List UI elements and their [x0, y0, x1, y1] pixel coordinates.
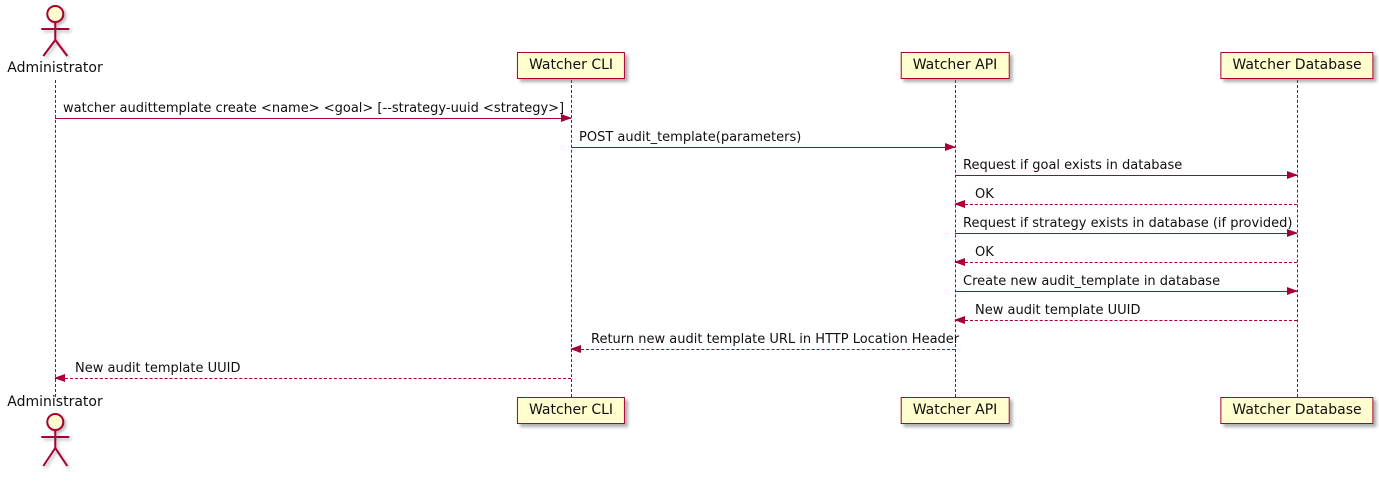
- participant-watcher-cli-top: Watcher CLI: [516, 52, 626, 79]
- lifeline-administrator: [55, 80, 56, 397]
- participant-label: Watcher Database: [1232, 57, 1362, 73]
- message-label: New audit template UUID: [975, 303, 1141, 318]
- participant-label: Watcher CLI: [528, 402, 614, 418]
- message-line: [570, 345, 955, 353]
- message-label: watcher audittemplate create <name> <goa…: [63, 101, 565, 116]
- message-label: Return new audit template URL in HTTP Lo…: [591, 332, 960, 347]
- message-line: [954, 316, 1297, 324]
- message-line: [54, 374, 571, 382]
- actor-label: Administrator: [7, 394, 103, 410]
- message-return-url-location-header: Return new audit template URL in HTTP Lo…: [570, 331, 960, 353]
- message-create-audittemplate: watcher audittemplate create <name> <goa…: [55, 100, 572, 122]
- participant-watcher-database-top: Watcher Database: [1220, 52, 1374, 79]
- message-line: [954, 200, 1297, 208]
- participant-label: Watcher API: [912, 57, 998, 73]
- arrowhead-left-icon: [570, 345, 581, 353]
- message-line: [55, 114, 572, 122]
- arrowhead-left-icon: [54, 374, 65, 382]
- arrowhead-right-icon: [1287, 287, 1298, 295]
- lifeline-watcher-cli: [571, 80, 572, 397]
- arrowhead-right-icon: [945, 143, 956, 151]
- arrowhead-left-icon: [954, 316, 965, 324]
- participant-label: Watcher CLI: [528, 57, 614, 73]
- message-label: POST audit_template(parameters): [579, 130, 802, 145]
- message-line: [955, 171, 1298, 179]
- actor-administrator-top: Administrator: [7, 4, 103, 76]
- message-request-strategy-exists: Request if strategy exists in database (…: [955, 215, 1298, 237]
- message-new-uuid-from-db: New audit template UUID: [954, 302, 1297, 324]
- arrowhead-left-icon: [954, 200, 965, 208]
- message-line: [954, 258, 1297, 266]
- lifeline-watcher-database: [1297, 80, 1298, 397]
- actor-icon: [41, 5, 69, 57]
- participant-watcher-api-top: Watcher API: [900, 52, 1010, 79]
- participant-watcher-database-bottom: Watcher Database: [1220, 397, 1374, 424]
- message-label: Request if strategy exists in database (…: [963, 216, 1293, 231]
- message-line: [955, 287, 1298, 295]
- participant-watcher-cli-bottom: Watcher CLI: [516, 397, 626, 424]
- message-line: [571, 143, 956, 151]
- actor-label: Administrator: [7, 60, 103, 76]
- message-label: OK: [975, 187, 994, 202]
- participant-label: Watcher Database: [1232, 402, 1362, 418]
- arrowhead-right-icon: [1287, 171, 1298, 179]
- message-label: OK: [975, 245, 994, 260]
- message-create-in-database: Create new audit_template in database: [955, 273, 1298, 295]
- actor-icon: [41, 413, 69, 467]
- message-line: [955, 229, 1298, 237]
- actor-administrator-bottom: Administrator: [7, 394, 103, 478]
- message-label: Create new audit_template in database: [963, 274, 1221, 289]
- message-new-uuid-to-admin: New audit template UUID: [54, 360, 571, 382]
- arrowhead-left-icon: [954, 258, 965, 266]
- message-post-audit-template: POST audit_template(parameters): [571, 129, 956, 151]
- arrowhead-right-icon: [1287, 229, 1298, 237]
- participant-label: Watcher API: [912, 402, 998, 418]
- arrowhead-right-icon: [561, 114, 572, 122]
- message-ok-goal: OK: [954, 186, 1297, 208]
- participant-watcher-api-bottom: Watcher API: [900, 397, 1010, 424]
- message-request-goal-exists: Request if goal exists in database: [955, 157, 1298, 179]
- message-ok-strategy: OK: [954, 244, 1297, 266]
- lifeline-watcher-api: [955, 80, 956, 397]
- message-label: Request if goal exists in database: [963, 158, 1183, 173]
- message-label: New audit template UUID: [75, 361, 241, 376]
